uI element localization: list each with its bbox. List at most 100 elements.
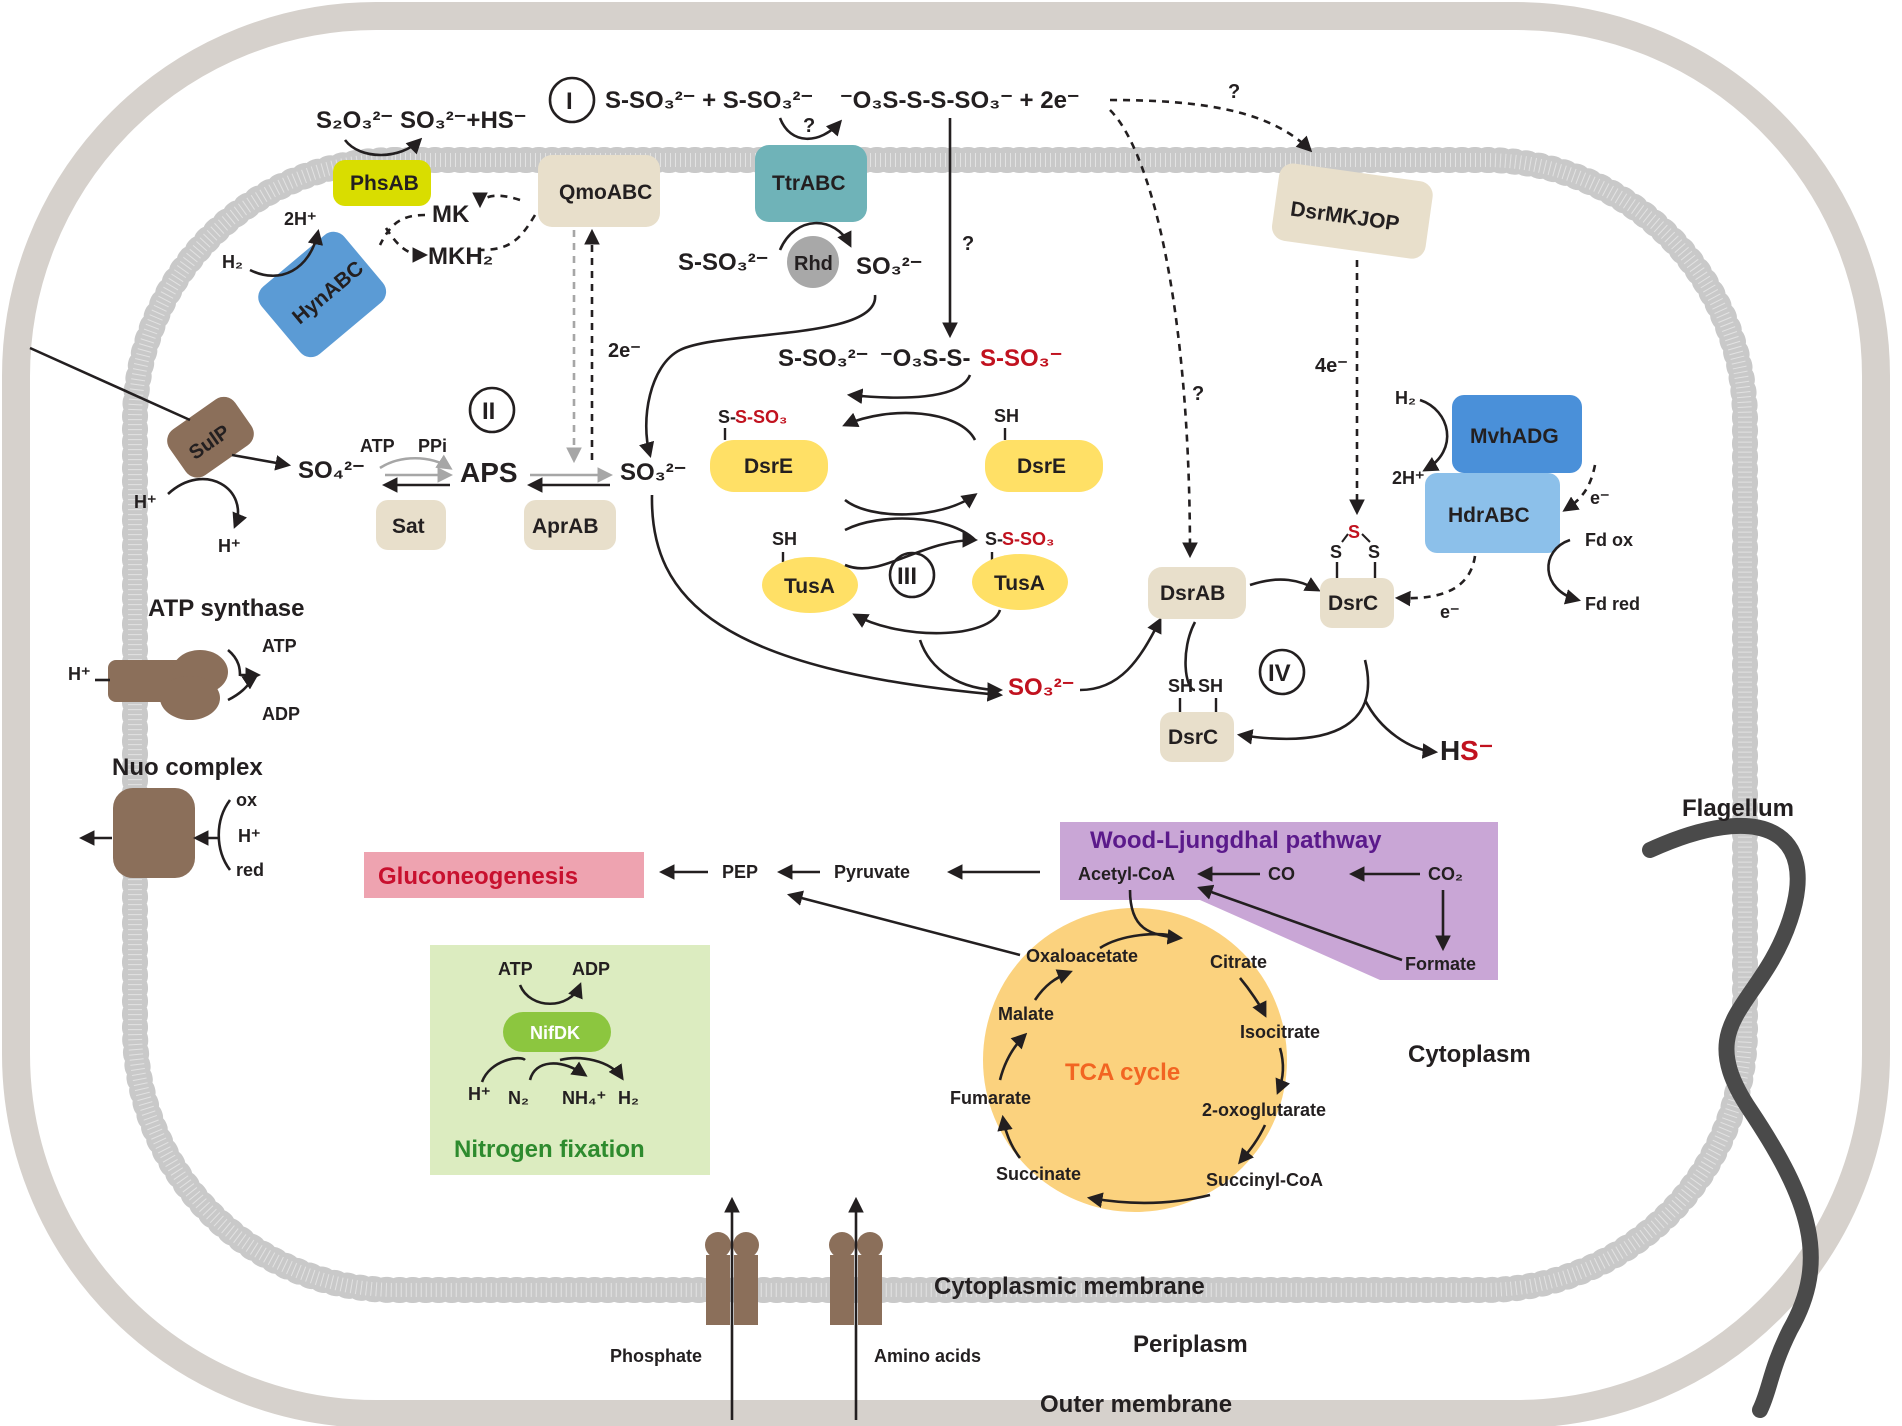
sat-atp: ATP [360,436,395,456]
tusa-left-label: TusA [784,575,835,598]
phosphate-transporter [705,1232,759,1325]
mk-label: MK [432,201,470,228]
dsrc-reduced-label: DsrC [1168,726,1218,749]
nitro-adp: ADP [572,959,610,979]
amino-acid-transporter [829,1232,883,1325]
pep-label: PEP [722,862,758,882]
sulfite-sulfide-label: SO₃²⁻+HS⁻ [400,107,526,134]
thiosulfate-reaction: S-SO₃²⁻ + S-SO₃²⁻ [605,87,813,114]
dsre-left-label: DsrE [744,455,793,478]
malate-label: Malate [998,1004,1054,1024]
hdr-fd-ox: Fd ox [1585,530,1633,550]
dsrc-right-s: S [1368,542,1380,562]
two-e-label: 2e⁻ [608,340,641,362]
hdr-e-bottom: e⁻ [1440,602,1460,622]
tusa-right-sso3: S-SO₃ [1002,529,1054,549]
fumarate-label: Fumarate [950,1088,1031,1108]
hdrabc-label: HdrABC [1448,504,1530,527]
nitro-n2: N₂ [508,1088,529,1108]
gluconeogenesis-label: Gluconeogenesis [378,863,578,890]
cytoplasmic-membrane-shape [122,147,1758,1303]
step-II-label: II [482,398,495,425]
nitro-h2: H₂ [618,1088,639,1108]
pyruvate-label: Pyruvate [834,862,910,882]
nitro-atp: ATP [498,959,533,979]
sulp-h-plus-in: H⁺ [134,492,157,512]
question-mark-dsrm: ? [1228,81,1240,103]
nitrogen-fixation-title: Nitrogen fixation [454,1136,645,1163]
outer-membrane-label: Outer membrane [1040,1391,1232,1418]
co-label: CO [1268,864,1295,884]
nifdk-label: NifDK [530,1023,580,1043]
nuo-ox: ox [236,790,257,810]
sulfite-red-label: SO₃²⁻ [1008,674,1074,701]
question-mark-ttr: ? [803,115,815,137]
aps-label: APS [460,457,518,488]
tusa-right-label: TusA [994,572,1045,595]
step-I-label: I [566,88,573,115]
hs-h: H [1440,735,1460,766]
dsrc-top-s: S [1348,522,1360,542]
atp-synthase-h-plus: H⁺ [68,664,91,684]
succinate-label: Succinate [996,1164,1081,1184]
dsrc-oxidized-label: DsrC [1328,592,1378,615]
dsre-left-s: S- [718,407,736,427]
phsab-label: PhsAB [350,172,419,195]
sulfate-label: SO₄²⁻ [298,457,365,484]
tusa-right-s: S- [985,529,1003,549]
oxoglutarate-label: 2-oxoglutarate [1202,1100,1326,1120]
tusa-left-sh: SH [772,529,797,549]
hdr-e-right: e⁻ [1590,488,1610,508]
sat-label: Sat [392,515,425,538]
phosphate-label: Phosphate [610,1346,702,1366]
question-mark-vertical: ? [962,233,974,255]
cytoplasm-label: Cytoplasm [1408,1041,1531,1068]
mkh2-label: MKH₂ [428,243,493,270]
atp-synthase-title: ATP synthase [148,595,305,622]
aprab-label: AprAB [532,515,599,538]
mvhadg-label: MvhADG [1470,425,1559,448]
periplasm-label: Periplasm [1133,1331,1248,1358]
hdr-fd-red: Fd red [1585,594,1640,614]
mvh-h2: H₂ [1395,388,1416,408]
dsrab-label: DsrAB [1160,582,1225,605]
nitro-h-plus: H⁺ [468,1084,491,1104]
succinyl-coa-label: Succinyl-CoA [1206,1170,1323,1190]
thiosulfate-label: S₂O₃²⁻ [316,107,393,134]
four-e-label: 4e⁻ [1315,355,1348,377]
dsrc-left-s: S [1330,542,1342,562]
tetrathionate-product: ⁻O₃S-S-S-SO₃⁻ + 2e⁻ [840,87,1080,114]
mvh-2h-plus: 2H⁺ [1392,468,1425,488]
flagellum-label: Flagellum [1682,795,1794,822]
hs-s: S⁻ [1460,735,1493,766]
ttrabc-label: TtrABC [772,172,846,195]
rhd-substrate: S-SO₃²⁻ [678,249,768,276]
rhd-label: Rhd [794,253,833,275]
nuo-complex-title: Nuo complex [112,754,263,781]
step-III-label: III [897,563,917,590]
dsre-right-sh: SH [994,406,1019,426]
formate-label: Formate [1405,954,1476,974]
hyn-h2: H₂ [222,252,243,272]
tca-cycle-title: TCA cycle [1065,1059,1180,1086]
step-IV-label: IV [1268,660,1291,687]
tetrathionate-row-black: ⁻O₃S-S- [880,345,970,372]
tetrathionate-row-red: S-SO₃⁻ [980,345,1062,372]
acetyl-coa-label: Acetyl-CoA [1078,864,1175,884]
amino-acids-label: Amino acids [874,1346,981,1366]
sulfite-mid-label: SO₃²⁻ [620,459,686,486]
question-mark-dsrab: ? [1192,383,1204,405]
sat-ppi: PPi [418,436,447,456]
atp-synthase-atp: ATP [262,636,297,656]
wood-ljungdahl-title: Wood-Ljungdhal pathway [1090,827,1382,854]
nuo-h-plus: H⁺ [238,826,261,846]
dsre-left-sso3: S-SO₃ [735,407,787,427]
thiosulfate-row: S-SO₃²⁻ [778,345,868,372]
atp-synthase-adp: ADP [262,704,300,724]
dsrc-sh-sh: SH SH [1168,676,1223,696]
isocitrate-label: Isocitrate [1240,1022,1320,1042]
qmoabc-label: QmoABC [559,181,652,204]
